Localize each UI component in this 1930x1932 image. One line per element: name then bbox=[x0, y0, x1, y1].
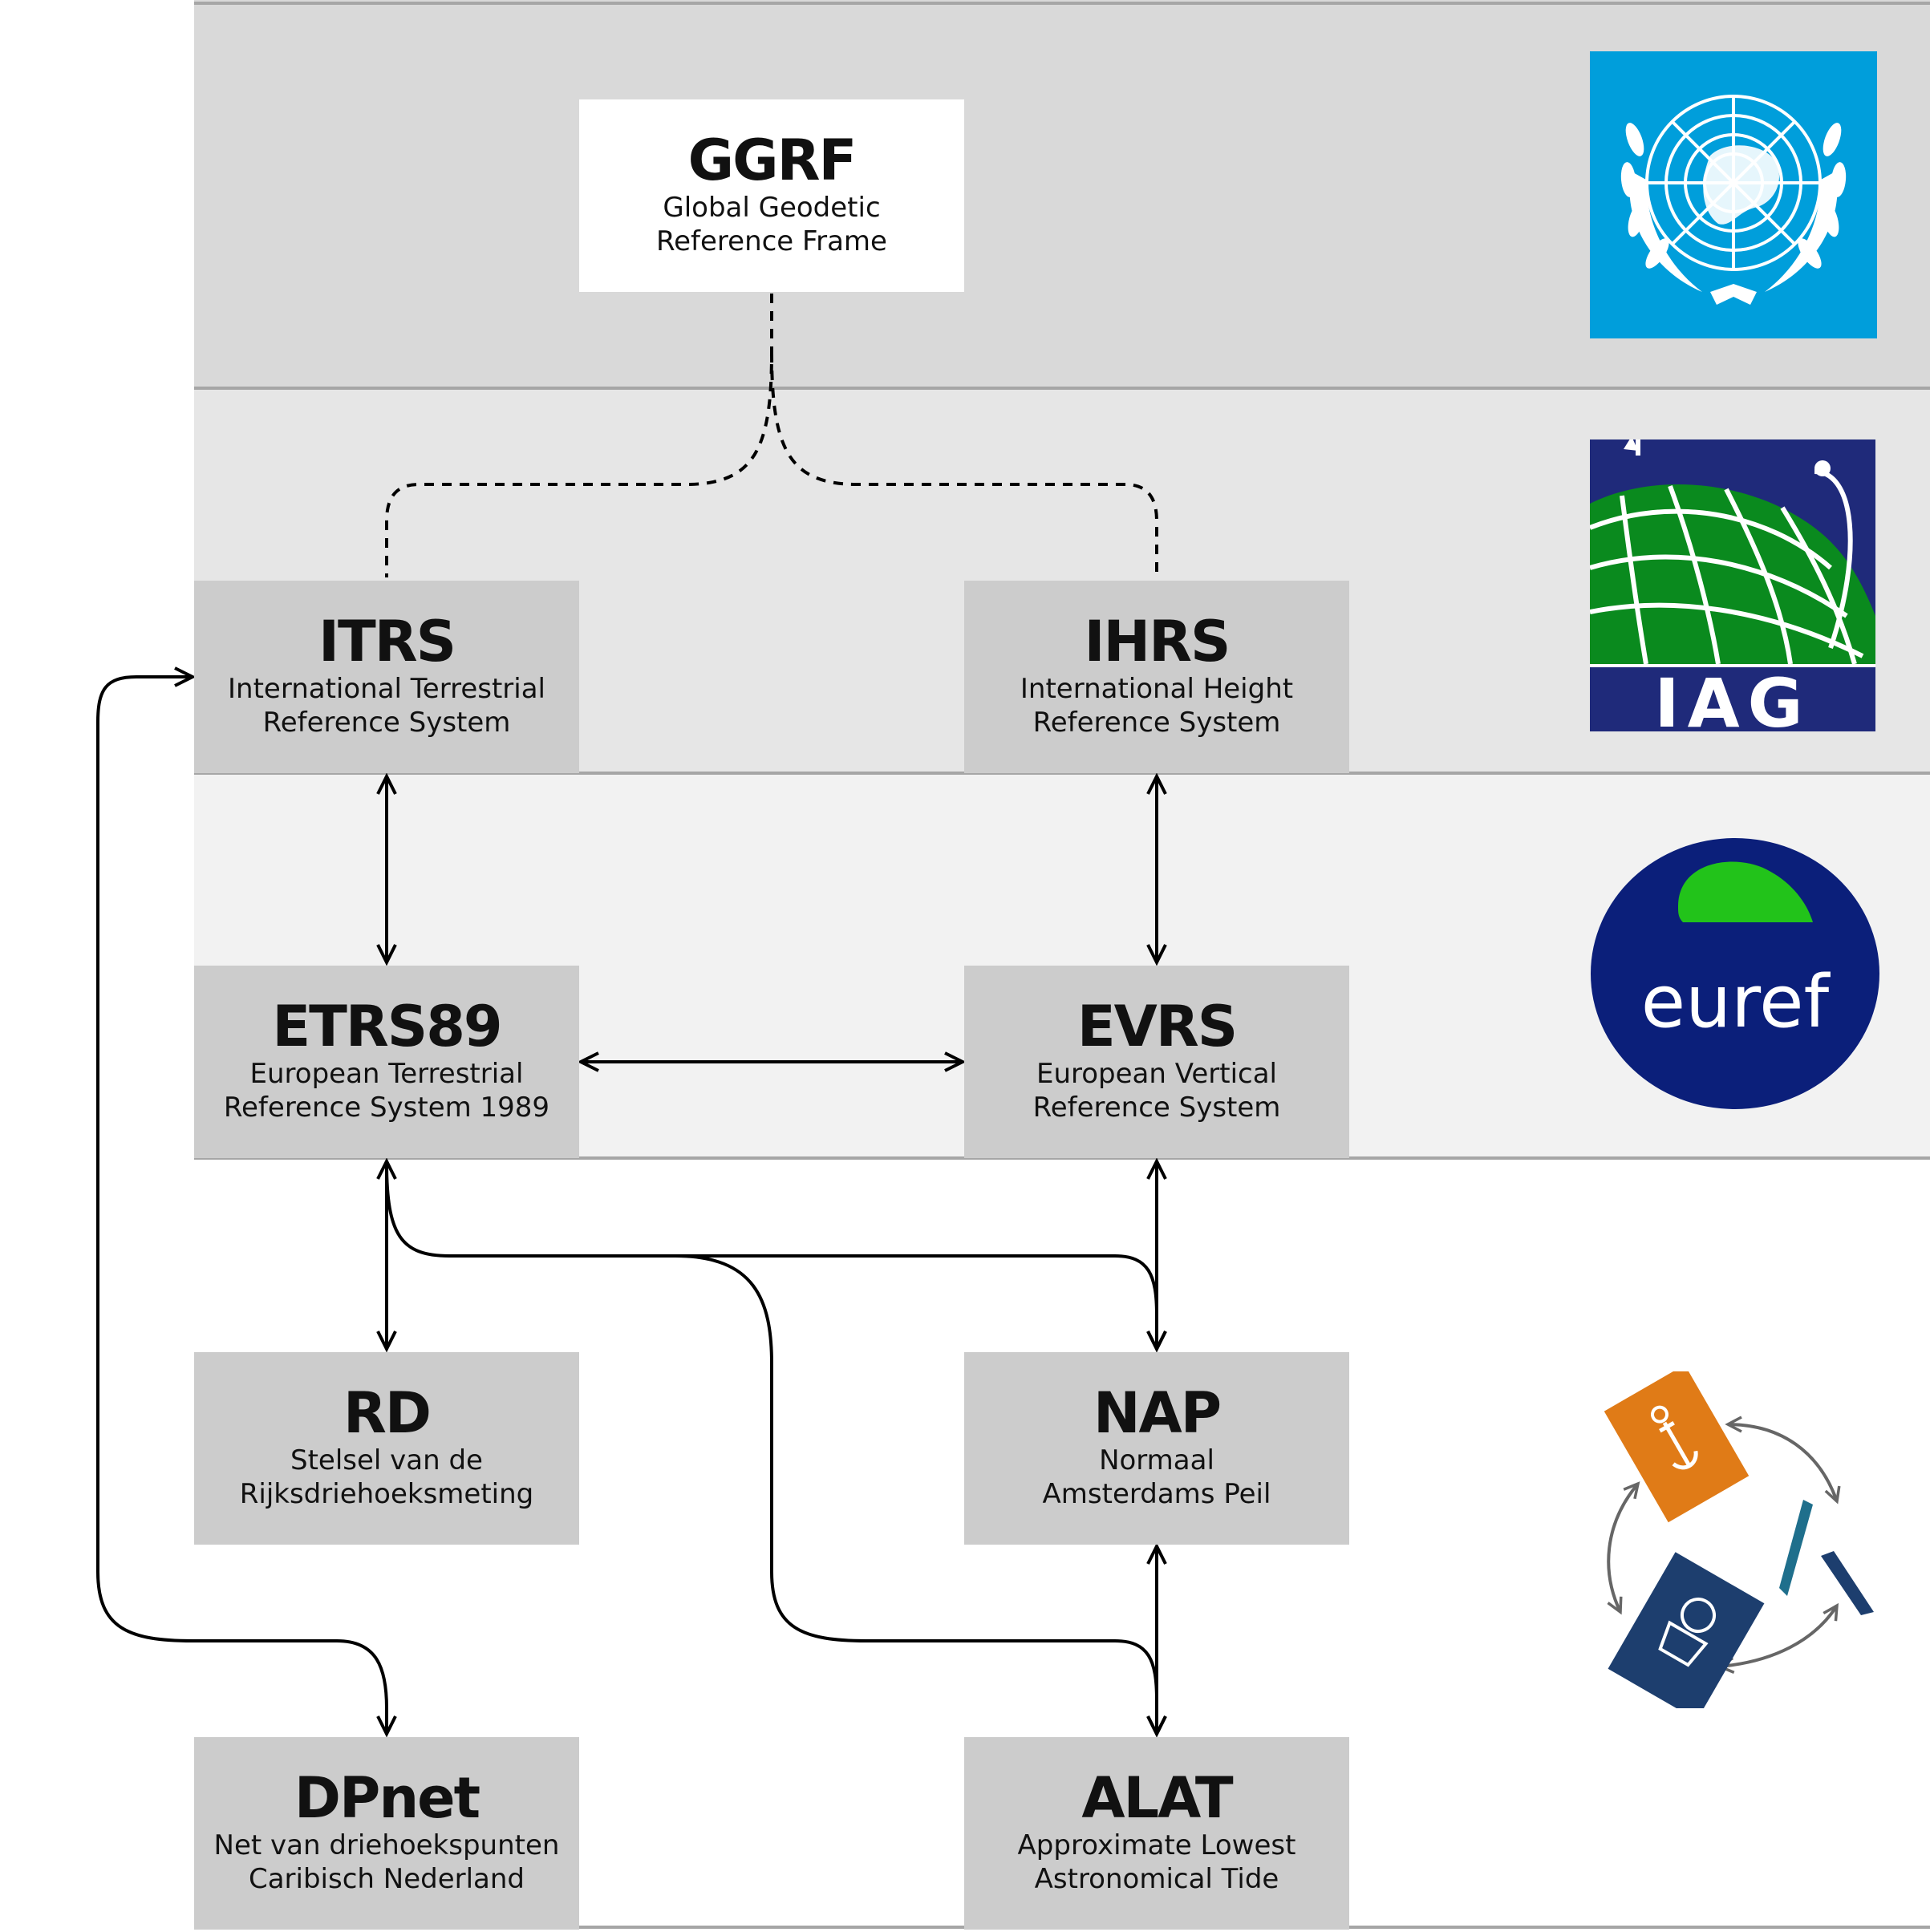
node-nap-abbr: NAP bbox=[1093, 1380, 1222, 1446]
node-rd-abbr: RD bbox=[343, 1380, 432, 1446]
node-rd-line1: Stelsel van de bbox=[290, 1444, 483, 1476]
node-evrs: EVRS European Vertical Reference System bbox=[964, 966, 1349, 1158]
node-evrs-line1: European Vertical bbox=[1036, 1058, 1278, 1090]
divider-iag-euref bbox=[194, 772, 1930, 775]
euref-logo-text: euref bbox=[1641, 960, 1831, 1044]
node-dpnet-line1: Net van driehoekspunten bbox=[213, 1829, 560, 1861]
node-alat-line1: Approximate Lowest bbox=[1017, 1829, 1296, 1861]
iag-logo-text: IAG bbox=[1654, 664, 1810, 731]
node-alat-line2: Astronomical Tide bbox=[1034, 1863, 1279, 1895]
node-ihrs-abbr: IHRS bbox=[1084, 609, 1231, 674]
node-ggrf: GGRF Global Geodetic Reference Frame bbox=[579, 99, 964, 292]
node-dpnet-line2: Caribisch Nederland bbox=[248, 1863, 525, 1895]
node-ggrf-abbr: GGRF bbox=[687, 128, 858, 193]
node-alat: ALAT Approximate Lowest Astronomical Tid… bbox=[964, 1737, 1349, 1930]
node-evrs-line2: Reference System bbox=[1032, 1092, 1281, 1124]
euref-logo-icon: euref bbox=[1591, 838, 1879, 1109]
ggrf-itrs-dashed-link bbox=[385, 294, 773, 577]
node-ihrs-line2: Reference System bbox=[1032, 707, 1281, 739]
ggrf-ihrs-dashed-link bbox=[770, 352, 1158, 577]
node-nap-line1: Normaal bbox=[1099, 1444, 1214, 1476]
itrs-dpnet-link bbox=[96, 677, 387, 1734]
node-ggrf-line1: Global Geodetic bbox=[663, 192, 881, 224]
node-itrs-line2: Reference System bbox=[262, 707, 511, 739]
node-ihrs-line1: International Height bbox=[1020, 673, 1294, 705]
nl-institutions-logo-icon bbox=[1604, 1371, 1874, 1708]
iag-logo-icon: IAG bbox=[1590, 439, 1875, 731]
node-dpnet: DPnet Net van driehoekspunten Caribisch … bbox=[194, 1737, 579, 1930]
node-etrs89-line1: European Terrestrial bbox=[249, 1058, 524, 1090]
nl-cycle-arrow-top bbox=[1725, 1416, 1841, 1505]
etrs89-alat-link bbox=[675, 1254, 1157, 1734]
un-logo-icon bbox=[1590, 51, 1877, 338]
node-evrs-abbr: EVRS bbox=[1077, 994, 1238, 1059]
nl-cycle-arrow-left bbox=[1607, 1481, 1640, 1615]
node-etrs89: ETRS89 European Terrestrial Reference Sy… bbox=[194, 966, 579, 1158]
node-etrs89-line2: Reference System 1989 bbox=[223, 1092, 550, 1124]
node-itrs: ITRS International Terrestrial Reference… bbox=[194, 581, 579, 773]
node-rd-line2: Rijksdriehoeksmeting bbox=[239, 1478, 534, 1510]
node-rd: RD Stelsel van de Rijksdriehoeksmeting bbox=[194, 1352, 579, 1545]
etrs89-nap-link bbox=[385, 1162, 1157, 1349]
node-alat-abbr: ALAT bbox=[1081, 1765, 1233, 1831]
node-ihrs: IHRS International Height Reference Syst… bbox=[964, 581, 1349, 773]
node-dpnet-abbr: DPnet bbox=[294, 1765, 480, 1831]
divider-global-iag bbox=[194, 387, 1930, 390]
nl-cycle-arrow-bottom bbox=[1717, 1602, 1839, 1675]
node-ggrf-line2: Reference Frame bbox=[656, 225, 887, 257]
node-nap: NAP Normaal Amsterdams Peil bbox=[964, 1352, 1349, 1545]
node-itrs-abbr: ITRS bbox=[318, 609, 456, 674]
node-nap-line2: Amsterdams Peil bbox=[1042, 1478, 1271, 1510]
divider-top bbox=[194, 2, 1930, 5]
divider-euref-national bbox=[194, 1156, 1930, 1160]
node-itrs-line1: International Terrestrial bbox=[228, 673, 545, 705]
node-etrs89-abbr: ETRS89 bbox=[272, 994, 502, 1059]
